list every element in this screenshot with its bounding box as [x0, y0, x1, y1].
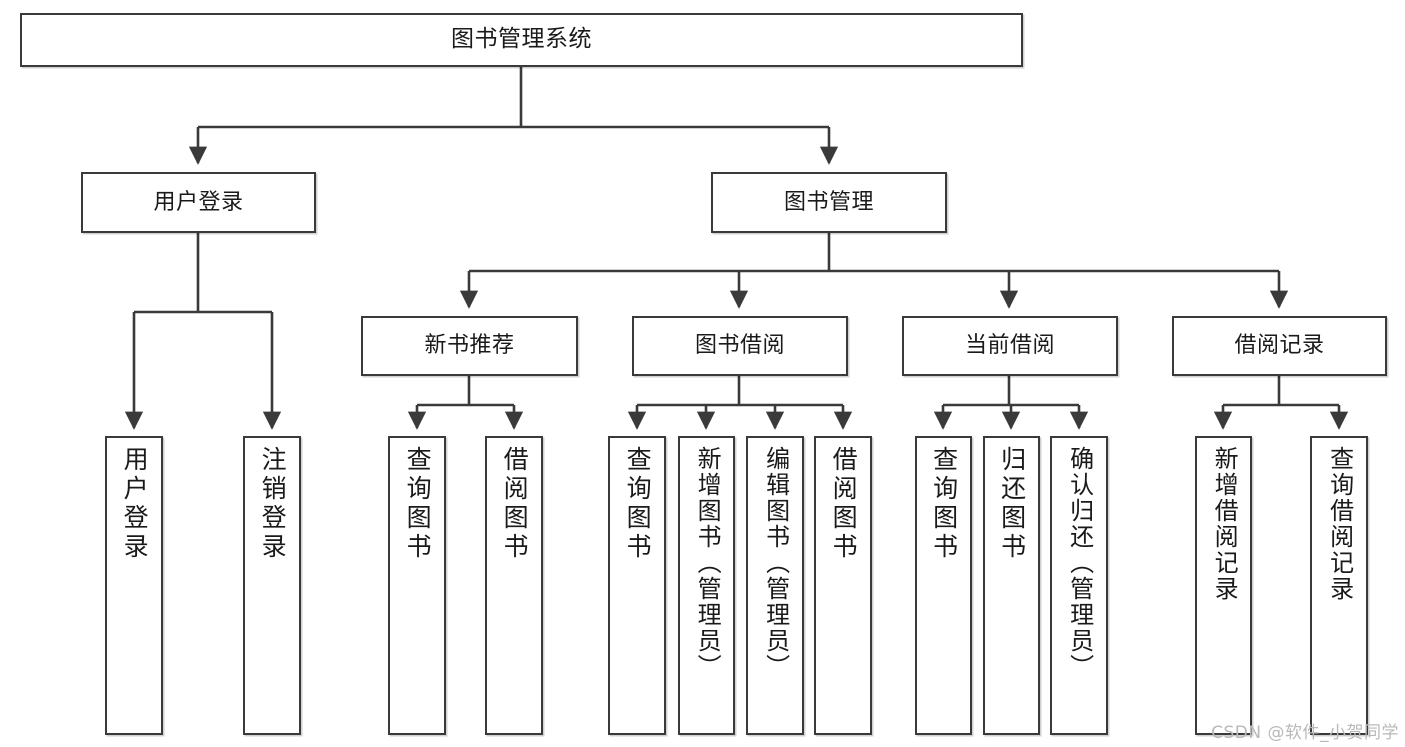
node-leaf-query-book-2[interactable]: 查询图书 — [608, 436, 666, 735]
node-new-book-rec[interactable]: 新书推荐 — [361, 316, 578, 376]
node-leaf-borrow-book-1-label: 借阅图书 — [500, 446, 530, 562]
node-leaf-borrow-book-1[interactable]: 借阅图书 — [485, 436, 543, 735]
node-leaf-user-login-label: 用户登录 — [120, 446, 150, 562]
node-leaf-add-book-label: 新增图书（管理员） — [693, 446, 722, 680]
node-leaf-query-book-3[interactable]: 查询图书 — [915, 436, 972, 735]
node-leaf-query-book-1[interactable]: 查询图书 — [388, 436, 446, 735]
node-leaf-add-book[interactable]: 新增图书（管理员） — [678, 436, 735, 735]
node-leaf-add-record-label: 新增借阅记录 — [1210, 446, 1239, 602]
node-leaf-borrow-book-2-label: 借阅图书 — [829, 446, 859, 562]
node-current-borrow[interactable]: 当前借阅 — [902, 316, 1118, 376]
node-book-manage-label: 图书管理 — [783, 189, 874, 215]
node-leaf-logout[interactable]: 注销登录 — [243, 436, 301, 735]
node-leaf-query-book-1-label: 查询图书 — [403, 446, 433, 562]
node-leaf-logout-label: 注销登录 — [258, 446, 288, 562]
node-current-borrow-label: 当前借阅 — [964, 333, 1055, 359]
node-leaf-edit-book[interactable]: 编辑图书（管理员） — [746, 436, 804, 735]
node-leaf-confirm-return[interactable]: 确认归还（管理员） — [1050, 436, 1108, 735]
node-root-label: 图书管理系统 — [451, 26, 592, 53]
node-user-login[interactable]: 用户登录 — [81, 172, 316, 233]
node-leaf-add-record[interactable]: 新增借阅记录 — [1195, 436, 1252, 735]
node-leaf-query-book-3-label: 查询图书 — [929, 446, 959, 562]
node-leaf-borrow-book-2[interactable]: 借阅图书 — [814, 436, 872, 735]
node-leaf-return-book[interactable]: 归还图书 — [983, 436, 1040, 735]
node-leaf-query-record[interactable]: 查询借阅记录 — [1310, 436, 1368, 735]
node-leaf-query-book-2-label: 查询图书 — [623, 446, 653, 562]
node-user-login-label: 用户登录 — [153, 189, 244, 215]
node-leaf-query-record-label: 查询借阅记录 — [1325, 446, 1354, 602]
node-root[interactable]: 图书管理系统 — [20, 13, 1023, 67]
csdn-watermark: CSDN @软件_小贺同学 — [1211, 723, 1399, 743]
node-leaf-return-book-label: 归还图书 — [997, 446, 1027, 562]
node-leaf-confirm-return-label: 确认归还（管理员） — [1065, 446, 1094, 680]
node-book-borrow[interactable]: 图书借阅 — [632, 316, 848, 376]
node-new-book-rec-label: 新书推荐 — [424, 333, 515, 359]
node-leaf-edit-book-label: 编辑图书（管理员） — [761, 446, 790, 680]
node-book-borrow-label: 图书借阅 — [694, 333, 785, 359]
node-leaf-user-login[interactable]: 用户登录 — [105, 436, 163, 735]
node-book-manage[interactable]: 图书管理 — [711, 172, 947, 233]
node-borrow-record[interactable]: 借阅记录 — [1172, 316, 1387, 376]
node-borrow-record-label: 借阅记录 — [1234, 333, 1325, 359]
